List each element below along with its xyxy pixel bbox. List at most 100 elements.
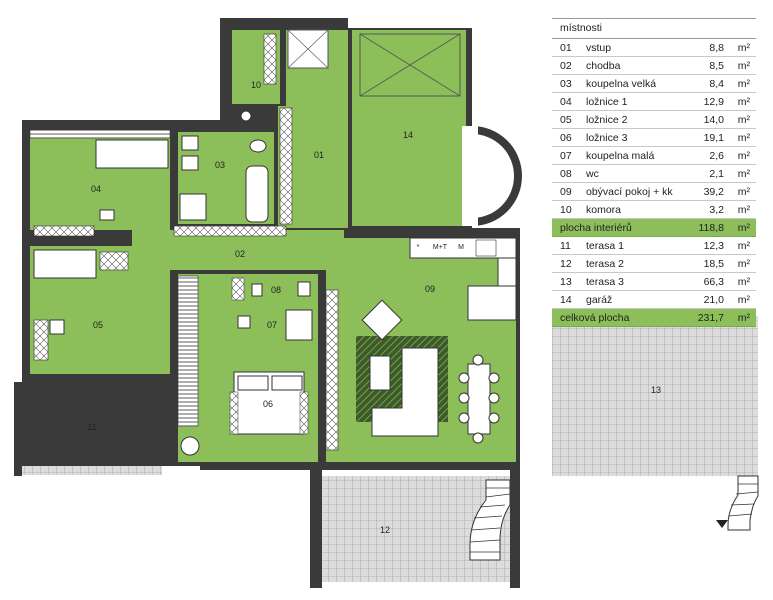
legend-num: 07 <box>560 149 572 162</box>
room-label-07: 07 <box>267 320 277 330</box>
legend-name: terasa 3 <box>586 275 624 288</box>
room-labels: 01 02 03 04 05 06 07 08 09 10 11 12 13 1… <box>87 80 661 535</box>
legend-area: 3,2 <box>709 203 724 216</box>
legend-unit: m² <box>737 239 750 252</box>
room-label-05: 05 <box>93 320 103 330</box>
room-label-09: 09 <box>425 284 435 294</box>
legend-unit: m² <box>737 41 750 54</box>
legend-unit: m² <box>737 113 750 126</box>
kitchen-mt: M+T <box>433 244 448 251</box>
legend-row: 14 garáž 21,0 m² <box>552 291 756 309</box>
legend-area: 2,1 <box>709 167 724 180</box>
legend-total: celková plocha 231,7 m² <box>552 309 756 327</box>
garage-skylight <box>287 29 461 97</box>
legend-title: místnosti <box>552 18 756 39</box>
room-label-06: 06 <box>263 399 273 409</box>
kitchen-m: M <box>458 244 464 251</box>
legend-area: 18,5 <box>703 257 724 270</box>
legend-row: 05 ložnice 2 14,0 m² <box>552 111 756 129</box>
legend-row: 13 terasa 3 66,3 m² <box>552 273 756 291</box>
legend-num: 03 <box>560 77 572 90</box>
legend-unit: m² <box>737 293 750 306</box>
legend-row: 06 ložnice 3 19,1 m² <box>552 129 756 147</box>
legend-area: 19,1 <box>703 131 724 144</box>
legend-name: ložnice 3 <box>586 131 628 144</box>
terrace-12 <box>318 476 510 582</box>
room-label-08: 08 <box>271 285 281 295</box>
legend-num: 04 <box>560 95 572 108</box>
legend-num: 08 <box>560 167 572 180</box>
room-label-13: 13 <box>651 385 661 395</box>
legend-name: ložnice 2 <box>586 113 628 126</box>
legend-unit: m² <box>737 257 750 270</box>
room-label-04: 04 <box>91 184 101 194</box>
legend-unit: m² <box>737 275 750 288</box>
legend-row: 08 wc 2,1 m² <box>552 165 756 183</box>
room-14-garage <box>352 30 466 226</box>
terraces <box>22 316 759 582</box>
legend-area: 8,5 <box>709 59 724 72</box>
legend-name: terasa 2 <box>586 257 624 270</box>
legend-num: 09 <box>560 185 572 198</box>
legend-total-unit: m² <box>737 311 750 324</box>
legend-area: 39,2 <box>703 185 724 198</box>
legend-name: koupelna velká <box>586 77 657 90</box>
legend-num: 06 <box>560 131 572 144</box>
room-label-14: 14 <box>403 130 413 140</box>
legend-name: wc <box>586 167 599 180</box>
legend-name: ložnice 1 <box>586 95 628 108</box>
legend-unit: m² <box>737 77 750 90</box>
legend-num: 10 <box>560 203 572 216</box>
legend-num: 05 <box>560 113 572 126</box>
kitchen-appliances: * M+T M <box>417 239 497 257</box>
legend-name: koupelna malá <box>586 149 655 162</box>
legend-num: 14 <box>560 293 572 306</box>
furniture <box>29 33 517 456</box>
legend-area: 14,0 <box>703 113 724 126</box>
room-label-10: 10 <box>251 80 261 90</box>
room-label-01: 01 <box>314 150 324 160</box>
room-01-entrance <box>278 106 348 228</box>
legend-subtotal: plocha interiérů 118,8 m² <box>552 219 756 237</box>
room-legend: místnosti 01 vstup 8,8 m² 02 chodba 8,5 m² 03 kou… <box>552 18 756 327</box>
legend-name: vstup <box>586 41 612 54</box>
legend-total-name: celková plocha <box>560 311 630 324</box>
legend-rooms-interior: 01 vstup 8,8 m² 02 chodba 8,5 m² 03 koupelna velk… <box>552 39 756 219</box>
legend-num: 12 <box>560 257 572 270</box>
room-label-12: 12 <box>380 525 390 535</box>
terrace-13 <box>552 316 758 476</box>
legend-name: chodba <box>586 59 621 72</box>
legend-unit: m² <box>737 131 750 144</box>
kitchen-star: * <box>417 244 420 251</box>
legend-subtotal-name: plocha interiérů <box>560 221 632 234</box>
spiral-stair-13 <box>727 475 759 531</box>
legend-num: 13 <box>560 275 572 288</box>
legend-name: garáž <box>586 293 613 306</box>
legend-num: 02 <box>560 59 572 72</box>
legend-area: 21,0 <box>703 293 724 306</box>
legend-area: 8,8 <box>709 41 724 54</box>
legend-area: 8,4 <box>709 77 724 90</box>
room-label-03: 03 <box>215 160 225 170</box>
legend-total-area: 231,7 <box>697 311 724 324</box>
legend-row: 03 koupelna velká 8,4 m² <box>552 75 756 93</box>
legend-num: 01 <box>560 41 572 54</box>
legend-unit: m² <box>737 149 750 162</box>
legend-row: 12 terasa 2 18,5 m² <box>552 255 756 273</box>
room-label-02: 02 <box>235 249 245 259</box>
legend-unit: m² <box>737 185 750 198</box>
legend-area: 66,3 <box>703 275 724 288</box>
legend-row: 01 vstup 8,8 m² <box>552 39 756 57</box>
legend-name: obývací pokoj + kk <box>586 185 673 198</box>
legend-area: 12,3 <box>703 239 724 252</box>
legend-unit: m² <box>737 203 750 216</box>
legend-unit: m² <box>737 167 750 180</box>
legend-area: 12,9 <box>703 95 724 108</box>
legend-name: terasa 1 <box>586 239 624 252</box>
